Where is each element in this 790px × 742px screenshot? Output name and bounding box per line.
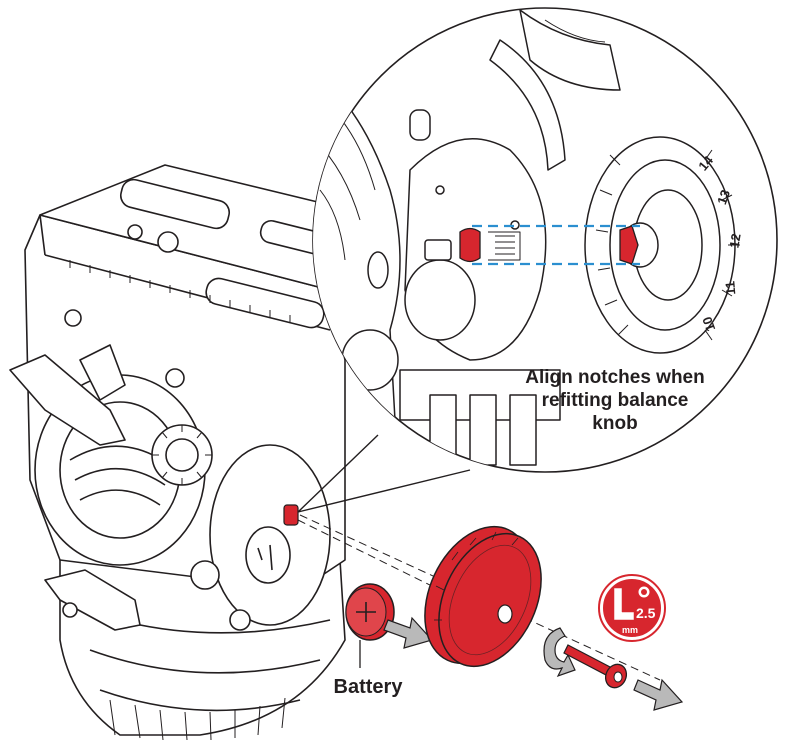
- battery: [345, 583, 395, 641]
- notch-marker: [283, 504, 299, 526]
- battery-out-arrow: [383, 616, 434, 649]
- align-note-line-3: knob: [592, 413, 638, 434]
- battery-compartment: [245, 526, 291, 584]
- notch-red-knob: [619, 225, 639, 265]
- align-note-line-1: Align notches when: [525, 367, 705, 388]
- allen-key-icon: [613, 587, 635, 621]
- battery-label: Battery: [333, 676, 403, 698]
- scale-mark-12: 12: [726, 232, 743, 249]
- allen-key-badge: 2.5 mm: [598, 574, 666, 642]
- rotate-arrow: [543, 627, 576, 678]
- pan-lock-lever: [44, 569, 141, 631]
- align-note-line-2: refitting balance: [541, 390, 689, 411]
- align-notches-note: Align notches when refitting balance kno…: [500, 366, 730, 435]
- balance-knob: [424, 525, 542, 668]
- screw-out-arrow: [633, 678, 684, 711]
- tool-unit: mm: [622, 625, 638, 635]
- tool-size: 2.5: [636, 605, 656, 621]
- scale-mark-11: 11: [722, 281, 738, 296]
- notch-red-housing: [459, 227, 481, 263]
- scale-mark-13: 13: [714, 188, 733, 207]
- callout-leader: [297, 434, 471, 513]
- retaining-screw: [563, 644, 628, 689]
- scale-mark-10: 10: [699, 315, 718, 334]
- alignment-guide: [472, 224, 640, 266]
- tilt-lock-lever: [9, 354, 126, 446]
- fluid-head: [9, 164, 346, 741]
